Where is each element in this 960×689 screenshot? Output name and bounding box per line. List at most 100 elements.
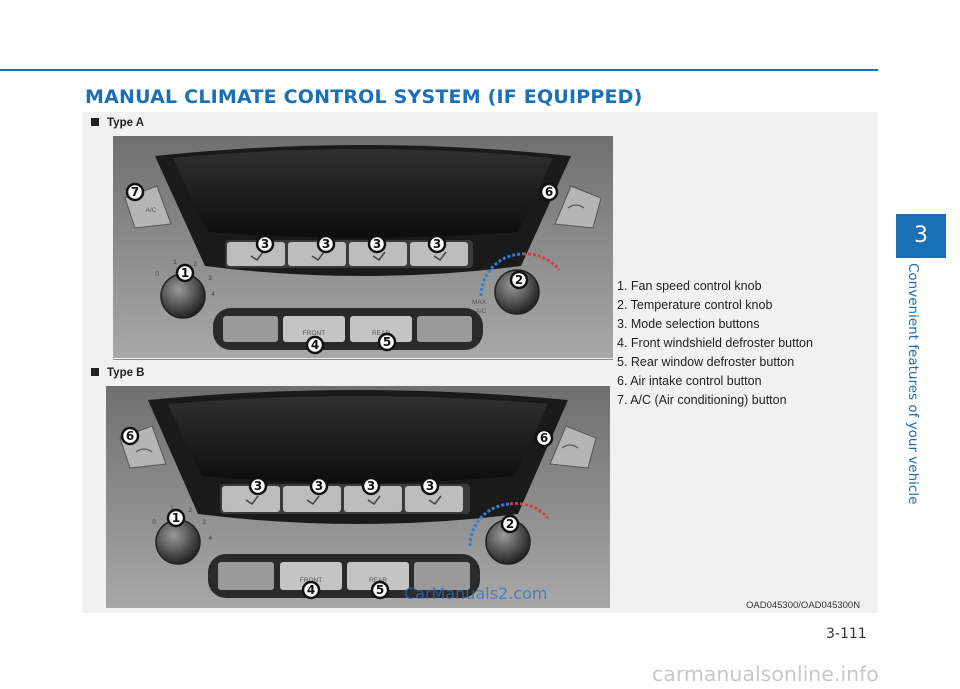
vent-floor-defrost-icon	[428, 495, 442, 506]
callout-6: 6	[539, 182, 559, 202]
callout-5: 5	[370, 580, 390, 600]
svg-text:1: 1	[172, 511, 180, 525]
air-intake-button[interactable]	[554, 185, 602, 229]
callout-3: 3	[361, 476, 381, 496]
mode-button[interactable]	[405, 486, 463, 512]
callout-3: 3	[316, 234, 336, 254]
vent-floor-defrost-icon	[433, 251, 447, 262]
front-defrost-label: FRONT	[303, 330, 325, 337]
component-legend: 1. Fan speed control knob 2. Temperature…	[617, 277, 813, 410]
defrost-button-bar	[208, 554, 480, 598]
temperature-scale-red	[509, 502, 550, 520]
ac-button-label: A/C	[146, 207, 157, 214]
mode-button[interactable]	[222, 486, 280, 512]
svg-text:5: 5	[376, 583, 384, 597]
svg-text:3: 3	[261, 237, 269, 251]
legend-item: 6. Air intake control button	[617, 374, 762, 388]
chapter-number: 3	[914, 223, 928, 248]
svg-text:5: 5	[383, 335, 391, 349]
watermark: CarManuals2.com	[404, 584, 548, 603]
rear-defrost-button[interactable]	[350, 316, 412, 342]
rear-defrost-label: REAR	[372, 330, 390, 337]
fan-tick-1: 1	[173, 259, 177, 266]
vent-bilevel-icon	[306, 495, 320, 506]
svg-text:2: 2	[506, 517, 514, 531]
fan-tick-1: 1	[170, 505, 174, 512]
vent-floor-icon	[367, 495, 381, 506]
legend-item: 4. Front windshield defroster button	[617, 336, 813, 350]
fan-tick-0: 0	[152, 519, 156, 526]
svg-text:3: 3	[426, 479, 434, 493]
front-defrost-button[interactable]	[280, 562, 342, 590]
display-screen	[173, 149, 553, 238]
legend-item: 3. Mode selection buttons	[617, 317, 760, 331]
svg-text:7: 7	[131, 185, 139, 199]
callout-3: 3	[255, 234, 275, 254]
legend-item: 5. Rear window defroster button	[617, 355, 795, 369]
fan-tick-3: 3	[202, 519, 206, 526]
svg-text:6: 6	[126, 429, 134, 443]
type-a-label: Type A	[91, 117, 144, 129]
mode-button[interactable]	[344, 486, 402, 512]
recirculation-icon	[561, 444, 579, 449]
temperature-scale-blue	[468, 502, 511, 547]
callout-3: 3	[427, 234, 447, 254]
callout-1: 1	[175, 263, 195, 283]
fan-tick-4: 4	[208, 535, 212, 542]
svg-text:3: 3	[254, 479, 262, 493]
fan-tick-2: 2	[193, 261, 197, 268]
vent-floor-icon	[372, 251, 386, 262]
callout-4: 4	[301, 580, 321, 600]
callout-7: 7	[125, 182, 145, 202]
rear-defrost-label: REAR	[369, 577, 387, 584]
fan-tick-3: 3	[208, 275, 212, 282]
svg-text:3: 3	[433, 237, 441, 251]
callout-2: 2	[509, 270, 529, 290]
max-ac-bottom-label: A/C	[476, 308, 487, 315]
display-screen	[168, 396, 548, 483]
svg-text:4: 4	[311, 338, 319, 352]
type-b-text: Type B	[107, 367, 145, 379]
page-number: 3-111	[826, 626, 867, 642]
blank-button	[223, 316, 278, 342]
svg-text:3: 3	[373, 237, 381, 251]
svg-text:2: 2	[515, 273, 523, 287]
callout-6: 6	[534, 428, 554, 448]
callout-1: 1	[166, 508, 186, 528]
vent-bilevel-icon	[311, 251, 325, 262]
svg-text:6: 6	[545, 185, 553, 199]
svg-text:6: 6	[540, 431, 548, 445]
chapter-title: Convenient features of your vehicle	[905, 263, 921, 505]
callout-2: 2	[500, 514, 520, 534]
rear-defrost-button[interactable]	[347, 562, 409, 590]
max-ac-top-label: MAX	[472, 299, 487, 306]
vent-face-icon	[250, 251, 264, 262]
callout-3: 3	[309, 476, 329, 496]
climate-panel-type-b: 0 1 2 3 4 FRONT REAR 6 6 3 3 3 3 1 2 4 5	[106, 386, 610, 608]
air-intake-button[interactable]	[549, 425, 597, 469]
svg-text:3: 3	[315, 479, 323, 493]
chapter-tab: 3	[896, 214, 946, 258]
bullet-square-icon	[91, 118, 99, 126]
type-a-text: Type A	[107, 117, 145, 129]
callout-6: 6	[120, 426, 140, 446]
recirculation-icon	[135, 448, 153, 453]
front-defrost-label: FRONT	[300, 577, 322, 584]
svg-text:1: 1	[181, 266, 189, 280]
fan-tick-0: 0	[155, 271, 159, 278]
temperature-scale-red	[522, 252, 561, 271]
mode-button[interactable]	[349, 242, 407, 266]
fan-tick-4: 4	[211, 291, 215, 298]
section-title: MANUAL CLIMATE CONTROL SYSTEM (IF EQUIPP…	[85, 86, 643, 108]
mode-button[interactable]	[410, 242, 468, 266]
defrost-button-bar	[213, 308, 483, 350]
header-rule	[0, 69, 878, 71]
callout-3: 3	[420, 476, 440, 496]
front-defrost-button[interactable]	[283, 316, 345, 342]
svg-text:3: 3	[367, 479, 375, 493]
temperature-scale-blue	[479, 252, 524, 297]
image-code: OAD045300/OAD045300N	[746, 600, 861, 611]
svg-text:4: 4	[307, 583, 315, 597]
mode-button[interactable]	[283, 486, 341, 512]
type-b-label: Type B	[91, 367, 145, 379]
